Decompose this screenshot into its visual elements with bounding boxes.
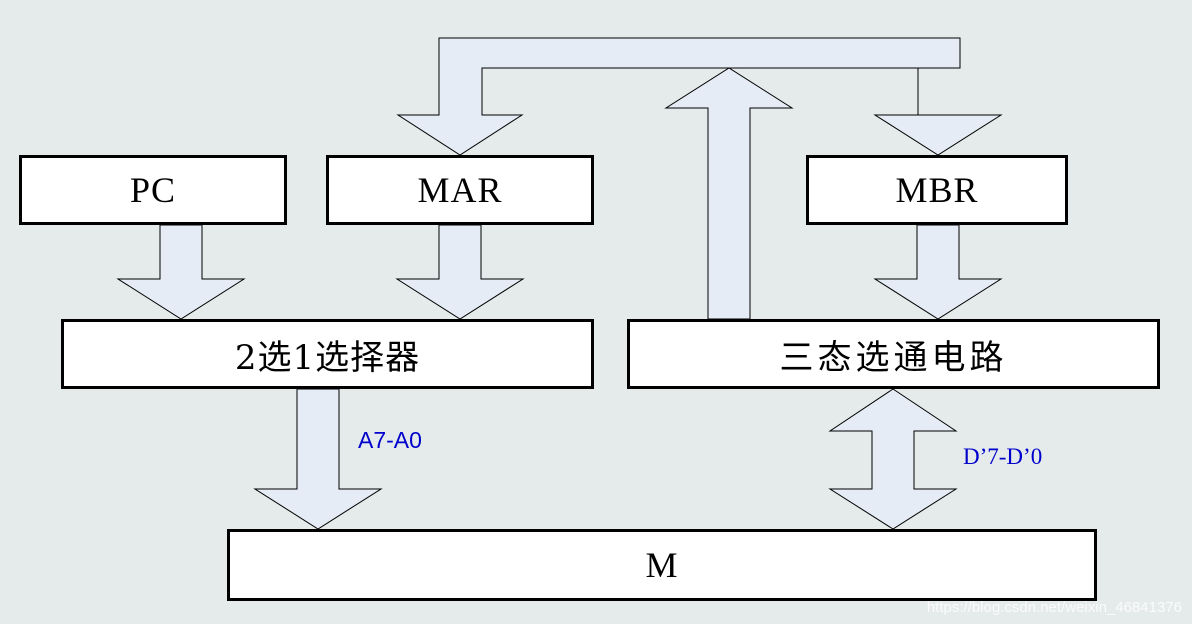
mbr-to-tristate-arrow [873,224,1003,320]
mbr-label: MBR [895,170,979,210]
mar-to-mux-arrow [395,224,525,320]
top-bus-arrow [396,37,1003,156]
data-bus-arrow [828,388,958,530]
mux-block: 2选1选择器 [61,319,594,389]
data-bus-label: D’7-D’0 [963,444,1043,469]
tristate-to-bus-arrow [664,67,794,320]
watermark: https://blog.csdn.net/weixin_46841376 [926,599,1182,616]
memory-label: M [645,545,679,585]
mar-label: MAR [417,170,503,210]
address-bus-arrow [253,388,383,530]
tristate-block: 三态选通电路 [627,319,1160,389]
memory-block: M [227,529,1097,601]
pc-to-mux-arrow [116,224,246,320]
tristate-label: 三态选通电路 [779,337,1008,378]
mar-block: MAR [326,155,594,225]
pc-label: PC [129,170,177,210]
pc-block: PC [19,155,287,225]
mbr-block: MBR [806,155,1068,225]
address-bus-label: A7-A0 [358,427,422,453]
mux-label: 2选1选择器 [234,337,421,378]
